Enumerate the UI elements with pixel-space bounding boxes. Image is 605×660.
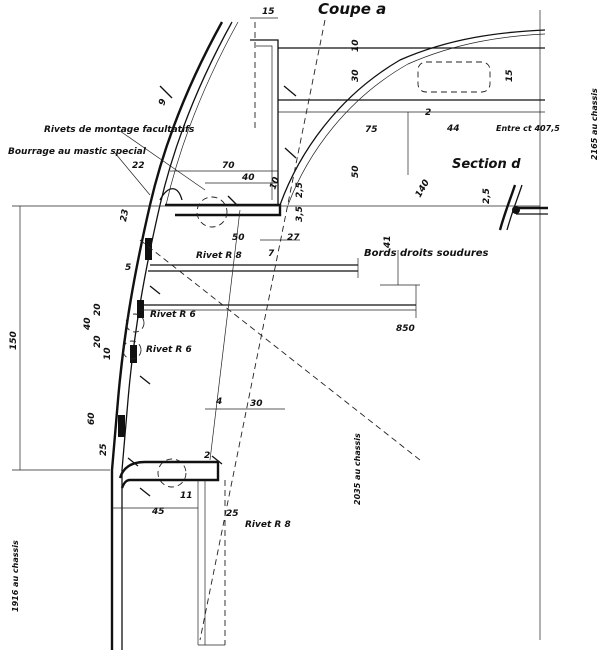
dim-25: 25 bbox=[99, 443, 109, 456]
section-detail bbox=[498, 184, 548, 231]
dim-30-low: 30 bbox=[250, 399, 263, 409]
label-chassis-2035: 2035 au chassis bbox=[353, 433, 362, 505]
label-chassis-1916: 1916 au chassis bbox=[11, 540, 20, 612]
dim-10-top: 10 bbox=[351, 39, 361, 52]
dim-25-bottom: 25 bbox=[226, 509, 239, 519]
rivet-circle bbox=[157, 458, 187, 488]
rivet-circle bbox=[125, 313, 145, 333]
dim-3-5: 3,5 bbox=[295, 206, 305, 222]
dim-20-a: 20 bbox=[93, 303, 103, 316]
dim-41: 41 bbox=[383, 235, 393, 249]
leader-line bbox=[114, 152, 151, 196]
dim-70: 70 bbox=[222, 161, 235, 171]
dim-50-mid: 50 bbox=[351, 165, 361, 178]
dim-850: 850 bbox=[396, 324, 415, 334]
lower-sill bbox=[118, 460, 226, 646]
construction-lines bbox=[12, 10, 541, 641]
dim-10-tilt: 10 bbox=[268, 176, 282, 191]
dim-60: 60 bbox=[87, 412, 97, 425]
arrow-indicators bbox=[127, 85, 297, 497]
label-rivet-r8-bottom: Rivet R 8 bbox=[245, 520, 291, 530]
dim-4: 4 bbox=[215, 397, 222, 407]
weld-segment bbox=[137, 300, 144, 318]
mid-rails bbox=[140, 258, 417, 318]
dim-22: 22 bbox=[132, 161, 145, 171]
dim-30: 30 bbox=[351, 69, 361, 82]
dim-2-bottom: 2 bbox=[204, 451, 210, 461]
dim-2-5-mid: 2,5 bbox=[295, 182, 305, 198]
label-rivet-r6-a: Rivet R 6 bbox=[150, 310, 196, 320]
dim-7: 7 bbox=[268, 249, 275, 259]
label-rivet-r8-top: Rivet R 8 bbox=[196, 251, 242, 261]
weld-segment bbox=[145, 238, 152, 260]
rivet-circle bbox=[122, 340, 142, 360]
dim-11: 11 bbox=[180, 491, 193, 501]
dim-150: 150 bbox=[9, 331, 19, 350]
label-chassis-2165: 2165 au chassis bbox=[590, 88, 599, 160]
dim-44: 44 bbox=[446, 124, 460, 134]
dim-20-b: 20 bbox=[93, 335, 103, 348]
dim-9: 9 bbox=[157, 98, 169, 107]
dim-27: 27 bbox=[287, 233, 300, 243]
dim-10-left: 10 bbox=[103, 347, 113, 360]
coupe-title: Coupe a bbox=[318, 0, 386, 18]
label-rivet-r6-b: Rivet R 6 bbox=[146, 345, 192, 355]
dim-40-left: 40 bbox=[83, 317, 93, 331]
dim-15-right: 15 bbox=[505, 69, 515, 82]
section-title: Section d bbox=[452, 157, 521, 172]
label-bords-droits: Bords droits soudures bbox=[364, 248, 489, 259]
leader-line bbox=[119, 130, 206, 191]
dim-40: 40 bbox=[241, 173, 255, 183]
label-entre: Entre ct 407,5 bbox=[496, 124, 560, 133]
dim-2-5-section: 2,5 bbox=[482, 188, 492, 204]
dim-50-low: 50 bbox=[232, 233, 245, 243]
label-rivets-montage: Rivets de montage facultatifs bbox=[44, 125, 195, 135]
upper-frame bbox=[159, 29, 546, 217]
weld-segment bbox=[118, 415, 125, 437]
dim-140: 140 bbox=[414, 178, 432, 199]
dim-45: 45 bbox=[151, 507, 165, 517]
dim-23: 23 bbox=[119, 208, 131, 222]
label-bourrage: Bourrage au mastic special bbox=[8, 147, 147, 157]
dim-15-top: 15 bbox=[262, 7, 275, 17]
weld-segment bbox=[130, 345, 137, 363]
dim-5: 5 bbox=[125, 263, 131, 273]
dim-2-right: 2 bbox=[425, 108, 431, 118]
body-shell bbox=[110, 21, 239, 650]
rivet-circles bbox=[122, 196, 228, 488]
dim-75: 75 bbox=[365, 125, 378, 135]
rivet-circle bbox=[196, 196, 228, 228]
